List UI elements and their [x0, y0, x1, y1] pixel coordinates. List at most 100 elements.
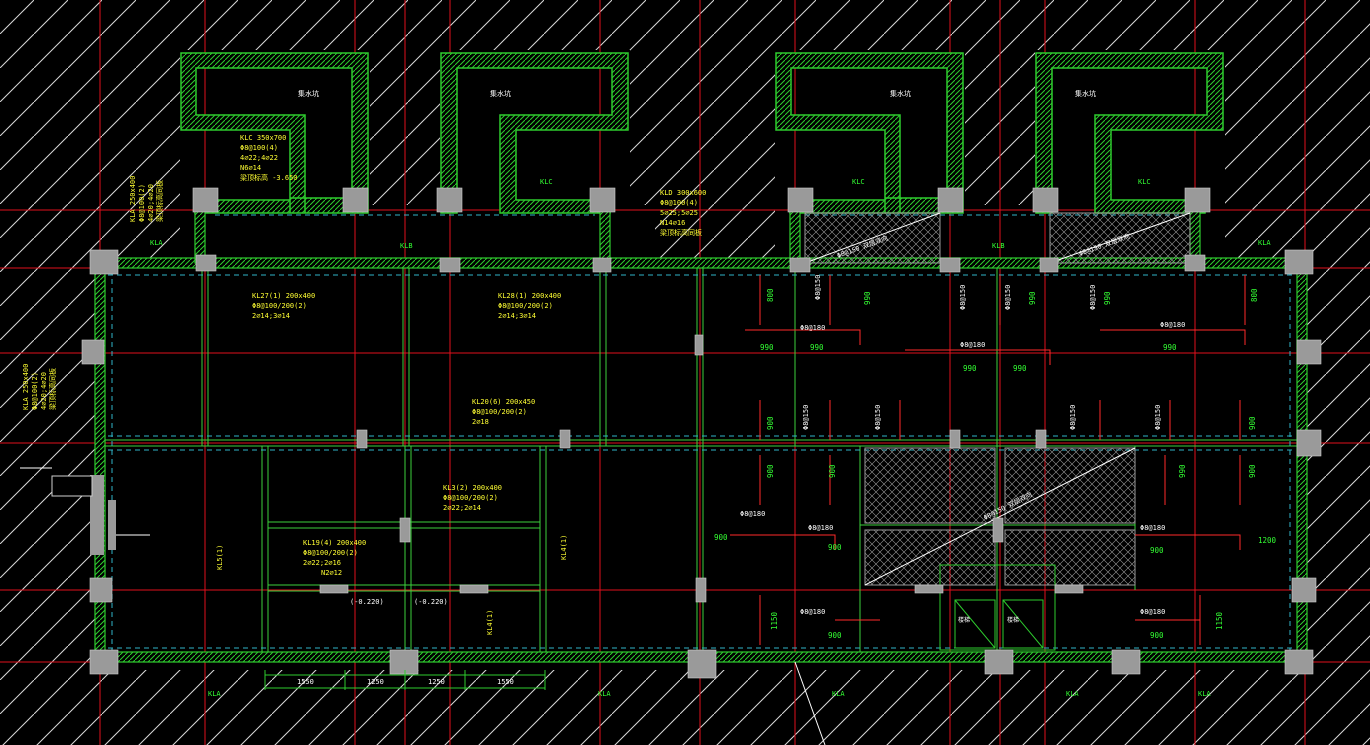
svg-text:梁顶标高 -3.650: 梁顶标高 -3.650 — [240, 173, 298, 182]
beam-label-klc: KLC 350x700 Φ8@100(4) 4⌀22;4⌀22 N6⌀14 梁顶… — [240, 134, 298, 182]
pit-label-4: 集水坑 — [1075, 89, 1096, 98]
tag-kla-4: KLA — [598, 690, 611, 698]
rebar-marks — [730, 275, 1246, 645]
vertical-tags: KL5(1) KL4(1) KL4(1) — [216, 535, 568, 635]
dim-1: 1550 — [297, 678, 314, 686]
svg-text:900: 900 — [766, 464, 775, 478]
svg-text:990: 990 — [1178, 464, 1187, 478]
svg-text:Φ8@150: Φ8@150 — [1089, 285, 1097, 310]
svg-text:1150: 1150 — [770, 611, 779, 630]
svg-text:Φ8@150: Φ8@150 — [1069, 405, 1077, 430]
svg-text:2⌀22;2⌀14: 2⌀22;2⌀14 — [443, 504, 481, 512]
svg-text:2⌀14;3⌀14: 2⌀14;3⌀14 — [498, 312, 536, 320]
beam-label-kl27: KL27(1) 200x400 Φ8@100/200(2) 2⌀14;3⌀14 — [252, 292, 315, 320]
svg-text:990: 990 — [1103, 291, 1112, 305]
tag-kla-7: KLA — [1198, 690, 1211, 698]
svg-text:990: 990 — [1163, 343, 1177, 352]
svg-text:800: 800 — [1250, 288, 1259, 302]
svg-text:900: 900 — [1150, 631, 1164, 640]
svg-text:梁顶标高同板: 梁顶标高同板 — [48, 368, 57, 410]
dim-4: 1550 — [497, 678, 514, 686]
beam-annotations: KLC 350x700 Φ8@100(4) 4⌀22;4⌀22 N6⌀14 梁顶… — [22, 134, 706, 606]
svg-text:990: 990 — [963, 364, 977, 373]
svg-text:Φ8@100(2): Φ8@100(2) — [31, 372, 39, 410]
svg-text:4⌀20;4⌀20: 4⌀20;4⌀20 — [147, 184, 155, 222]
svg-text:900: 900 — [828, 631, 842, 640]
beam-label-kl20: KL20(6) 200x450 Φ8@100/200(2) 2⌀18 — [472, 398, 535, 426]
tag-klb-1: KLB — [400, 242, 413, 250]
svg-text:梁顶标高同板: 梁顶标高同板 — [660, 228, 702, 237]
tag-kla-3: KLA — [208, 690, 221, 698]
svg-text:KL3(2) 200x400: KL3(2) 200x400 — [443, 484, 502, 492]
svg-text:5⌀25;5⌀25: 5⌀25;5⌀25 — [660, 209, 698, 217]
svg-text:Φ8@180: Φ8@180 — [1140, 608, 1165, 616]
svg-text:800: 800 — [766, 288, 775, 302]
rebar-labels: Φ8@180 Φ8@180 Φ8@180 Φ8@180 Φ8@180 Φ8@18… — [740, 275, 1185, 616]
svg-text:楼梯: 楼梯 — [958, 616, 970, 624]
svg-text:KLC 350x700: KLC 350x700 — [240, 134, 286, 142]
svg-text:N14⌀16: N14⌀16 — [660, 219, 685, 227]
green-dims: 990 990 990 990 990 900 900 900 900 900 … — [714, 288, 1277, 640]
beam-label-kl19: KL19(4) 200x400 Φ8@100/200(2) 2⌀22;2⌀16 … — [303, 539, 366, 577]
tag-klc-3: KLC — [1138, 178, 1151, 186]
svg-text:Φ8@100/200(2): Φ8@100/200(2) — [443, 494, 498, 502]
tag-klc-1: KLC — [540, 178, 553, 186]
svg-text:N2⌀12: N2⌀12 — [321, 569, 342, 577]
svg-text:Φ8@180: Φ8@180 — [800, 324, 825, 332]
svg-text:990: 990 — [1013, 364, 1027, 373]
svg-text:990: 990 — [810, 343, 824, 352]
svg-text:楼梯: 楼梯 — [1007, 616, 1019, 624]
svg-text:900: 900 — [828, 543, 842, 552]
tag-kla-2: KLA — [1258, 239, 1271, 247]
svg-text:4⌀22;4⌀22: 4⌀22;4⌀22 — [240, 154, 278, 162]
svg-text:900: 900 — [714, 533, 728, 542]
svg-text:Φ8@180: Φ8@180 — [808, 524, 833, 532]
svg-text:KLD 300x600: KLD 300x600 — [660, 189, 706, 197]
svg-text:900: 900 — [1248, 464, 1257, 478]
svg-text:2⌀22;2⌀16: 2⌀22;2⌀16 — [303, 559, 341, 567]
elevation-2: (-0.220) — [414, 598, 448, 606]
svg-text:KLA 250x400: KLA 250x400 — [129, 176, 137, 222]
svg-text:Φ8@180: Φ8@180 — [960, 341, 985, 349]
svg-text:梁顶标高同板: 梁顶标高同板 — [155, 180, 164, 222]
svg-text:KL27(1) 200x400: KL27(1) 200x400 — [252, 292, 315, 300]
svg-text:990: 990 — [760, 343, 774, 352]
bottom-dim-text: 1550 1250 1250 1550 — [297, 678, 514, 686]
svg-text:KL4(1): KL4(1) — [560, 535, 568, 560]
svg-text:2⌀14;3⌀14: 2⌀14;3⌀14 — [252, 312, 290, 320]
svg-text:KL20(6) 200x450: KL20(6) 200x450 — [472, 398, 535, 406]
pit-label-2: 集水坑 — [490, 89, 511, 98]
leader-line — [794, 661, 826, 745]
beam-label-kld: KLD 300x600 Φ8@100(4) 5⌀25;5⌀25 N14⌀16 梁… — [660, 189, 706, 237]
svg-text:Φ8@100/200(2): Φ8@100/200(2) — [498, 302, 553, 310]
svg-text:Φ8@180: Φ8@180 — [1160, 321, 1185, 329]
svg-text:Φ8@100/200(2): Φ8@100/200(2) — [252, 302, 307, 310]
svg-text:900: 900 — [766, 416, 775, 430]
pit-labels: 集水坑 集水坑 集水坑 集水坑 — [298, 89, 1096, 98]
svg-text:KL19(4) 200x400: KL19(4) 200x400 — [303, 539, 366, 547]
svg-text:Φ8@150: Φ8@150 — [802, 405, 810, 430]
bottom-dimension — [264, 670, 546, 690]
crosshatch-areas — [804, 212, 1191, 586]
svg-text:KLA 250x400: KLA 250x400 — [22, 364, 30, 410]
svg-text:KL4(1): KL4(1) — [486, 610, 494, 635]
dim-3: 1250 — [428, 678, 445, 686]
svg-text:Φ8@150: Φ8@150 — [874, 405, 882, 430]
svg-text:Φ8@100(4): Φ8@100(4) — [660, 199, 698, 207]
svg-text:Φ8@100(2): Φ8@100(2) — [138, 184, 146, 222]
columns — [81, 187, 1322, 679]
svg-text:Φ8@100/200(2): Φ8@100/200(2) — [303, 549, 358, 557]
svg-text:Φ8@180: Φ8@180 — [800, 608, 825, 616]
svg-text:2⌀18: 2⌀18 — [472, 418, 489, 426]
pit-label-3: 集水坑 — [890, 89, 911, 98]
pit-wall-1 — [180, 52, 369, 214]
svg-text:900: 900 — [1150, 546, 1164, 555]
beam-label-kl28: KL28(1) 200x400 Φ8@100/200(2) 2⌀14;3⌀14 — [498, 292, 561, 320]
tag-klb-2: KLB — [992, 242, 1005, 250]
tag-klc-2: KLC — [852, 178, 865, 186]
svg-text:N6⌀14: N6⌀14 — [240, 164, 261, 172]
pit-wall-2 — [440, 52, 629, 214]
svg-text:Φ8@150: Φ8@150 — [814, 275, 822, 300]
svg-text:KL5(1): KL5(1) — [216, 545, 224, 570]
